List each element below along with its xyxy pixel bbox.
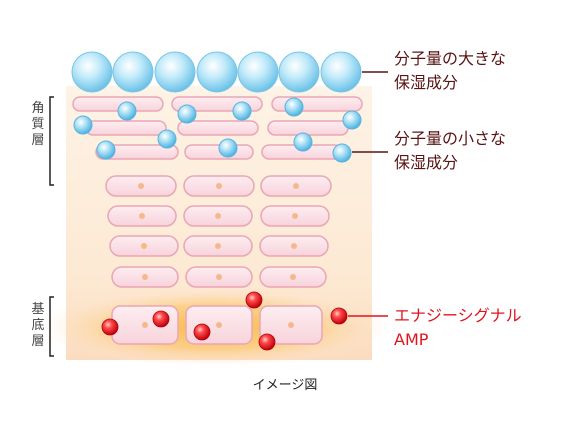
small-molecule-spheres	[73, 97, 362, 163]
cell-nucleus	[142, 322, 148, 328]
large-sphere	[237, 51, 279, 93]
large-sphere	[71, 51, 113, 93]
epidermal-cells	[105, 175, 332, 288]
small-sphere	[284, 97, 304, 117]
small-molecule-label: 分子量の小さな 保湿成分	[394, 129, 507, 172]
leader-lines	[348, 71, 388, 317]
layer-brackets	[49, 96, 54, 357]
corneum-cell	[177, 120, 259, 136]
basal-bracket	[49, 296, 54, 357]
large-molecule-label: 分子量の大きな 保湿成分	[394, 49, 507, 92]
amp-sphere	[193, 323, 211, 341]
large-sphere	[196, 51, 238, 93]
small-sphere	[117, 101, 137, 121]
small-sphere	[342, 110, 362, 130]
small-sphere	[332, 143, 352, 163]
small-sphere	[157, 129, 177, 149]
cell-nucleus	[290, 274, 296, 280]
cell-nucleus	[293, 183, 299, 189]
amp-sphere	[330, 307, 348, 325]
diagram-caption: イメージ図	[252, 378, 318, 393]
amp-sphere	[152, 310, 170, 328]
corneum-cell	[95, 144, 179, 160]
amp-label: エナジーシグナル AMP	[394, 306, 522, 349]
cell-nucleus	[288, 322, 294, 328]
corneum-bracket	[49, 96, 54, 186]
amp-sphere	[258, 333, 276, 351]
cell-nucleus	[139, 213, 145, 219]
amp-spheres	[101, 291, 348, 351]
corneum-cell	[267, 120, 349, 136]
cell-nucleus	[216, 274, 222, 280]
corneum-layer-label: 角 質 層	[31, 101, 45, 148]
cell-nucleus	[215, 243, 221, 249]
amp-sphere	[245, 291, 263, 309]
small-sphere	[73, 115, 93, 135]
cell-nucleus	[215, 213, 221, 219]
cell-nucleus	[216, 183, 222, 189]
large-sphere	[278, 51, 320, 93]
cell-nucleus	[141, 243, 147, 249]
small-sphere	[293, 132, 313, 152]
cell-nucleus	[138, 183, 144, 189]
large-sphere	[320, 51, 362, 93]
amp-sphere	[101, 318, 119, 336]
small-sphere	[218, 138, 238, 158]
basal-cells	[111, 305, 323, 345]
corneum-cell	[85, 120, 167, 136]
cell-nucleus	[216, 322, 222, 328]
cell-nucleus	[291, 243, 297, 249]
cell-nucleus	[142, 274, 148, 280]
small-sphere	[96, 140, 116, 160]
basal-layer-label: 基 底 層	[31, 302, 45, 349]
cell-nucleus	[292, 213, 298, 219]
corneum-cells	[72, 96, 363, 160]
large-sphere	[154, 51, 196, 93]
small-sphere	[232, 101, 252, 121]
large-sphere	[112, 51, 154, 93]
large-molecule-spheres	[71, 51, 362, 93]
small-sphere	[177, 104, 197, 124]
